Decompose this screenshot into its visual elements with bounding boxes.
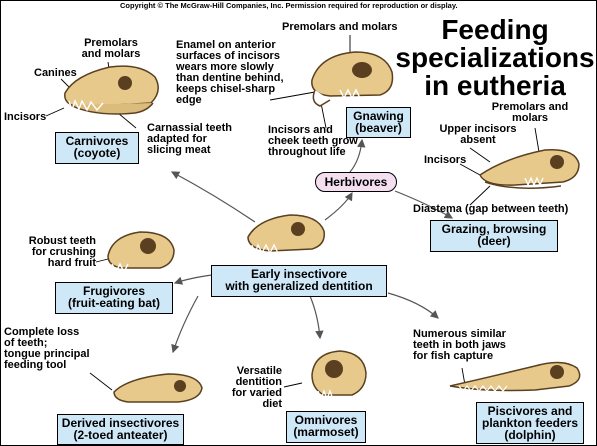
bat-skull-icon	[100, 222, 180, 282]
carnivores-line-2: (coyote)	[56, 147, 138, 159]
derived-line-2: (2-toed anteater)	[58, 429, 183, 441]
incisors-cheek-label: Incisors and cheek teeth grow throughout…	[268, 125, 358, 158]
diastema-label: Diastema (gap between teeth)	[413, 204, 568, 215]
herbivores-box: Herbivores	[315, 172, 397, 192]
omnivores-box: Omnivores (marmoset)	[286, 411, 366, 443]
omnivores-line-2: (marmoset)	[287, 426, 365, 438]
early-line-2: with generalized dentition	[212, 280, 386, 292]
versatile-label: Versatile dentition for varied diet	[218, 366, 282, 410]
anteater-skull-icon	[108, 362, 208, 412]
robust-label: Robust teeth for crushing hard fruit	[4, 236, 96, 269]
grazing-line-2: (deer)	[431, 235, 557, 247]
arrow-to-frugivores	[175, 275, 212, 283]
beaver-premolars-label: Premolars and molars	[282, 22, 398, 33]
carnassial-label: Carnassial teeth adapted for slicing mea…	[147, 123, 232, 156]
arrow-to-piscivores	[388, 293, 438, 318]
title-line-1: Feeding	[393, 16, 597, 44]
versatile-line-4: diet	[218, 399, 282, 410]
carn-premolars-label: Premolars and molars	[78, 38, 144, 60]
enamel-line-6: edge	[176, 95, 284, 106]
incisors-deer-label: Incisors	[424, 155, 466, 166]
carn-premolars-line-2: and molars	[78, 49, 144, 60]
grazing-box: Grazing, browsing (deer)	[430, 220, 558, 252]
enamel-label: Enamel on anterior surfaces of incisors …	[176, 40, 284, 106]
robust-line-3: hard fruit	[4, 258, 96, 269]
carnassial-line-3: slicing meat	[147, 145, 232, 156]
copyright-text: Copyright © The McGraw-Hill Companies, I…	[120, 2, 458, 10]
incisors-carn-label: Incisors	[4, 112, 46, 123]
page-title: Feeding specializations in eutheria	[393, 16, 597, 100]
numerous-line-3: for fish capture	[413, 351, 506, 362]
arrow-to-derived	[173, 296, 198, 352]
insectivore-skull-icon	[240, 205, 330, 265]
piscivores-line-3: (dolphin)	[477, 429, 583, 441]
deer-premolars-label: Premolars and molars	[482, 102, 578, 124]
herbivores-label: Herbivores	[316, 176, 396, 188]
piscivores-box: Piscivores and plankton feeders (dolphin…	[476, 402, 584, 444]
arrow-to-omnivores	[310, 296, 320, 338]
beaver-skull-icon	[300, 40, 400, 115]
numerous-label: Numerous similar teeth in both jaws for …	[413, 329, 506, 362]
leader-versatile	[284, 383, 302, 387]
upper-incisors-label: Upper incisors absent	[432, 124, 524, 146]
marmoset-skull-icon	[302, 345, 372, 410]
upper-incisors-line-2: absent	[432, 135, 524, 146]
title-line-3: in eutheria	[393, 72, 597, 100]
derived-insectivores-box: Derived insectivores (2-toed anteater)	[57, 414, 184, 445]
title-line-2: specializations	[393, 44, 597, 72]
early-insectivore-box: Early insectivore with generalized denti…	[211, 265, 387, 297]
frugivores-line-2: (fruit-eating bat)	[56, 297, 172, 309]
frugivores-box: Frugivores (fruit-eating bat)	[55, 282, 173, 314]
carnivores-box: Carnivores (coyote)	[55, 132, 139, 164]
complete-loss-label: Complete loss of teeth; tongue principal…	[4, 327, 90, 371]
complete-loss-line-4: feeding tool	[4, 360, 90, 371]
incisors-cheek-line-3: throughout life	[268, 147, 358, 158]
canines-label: Canines	[34, 68, 77, 79]
